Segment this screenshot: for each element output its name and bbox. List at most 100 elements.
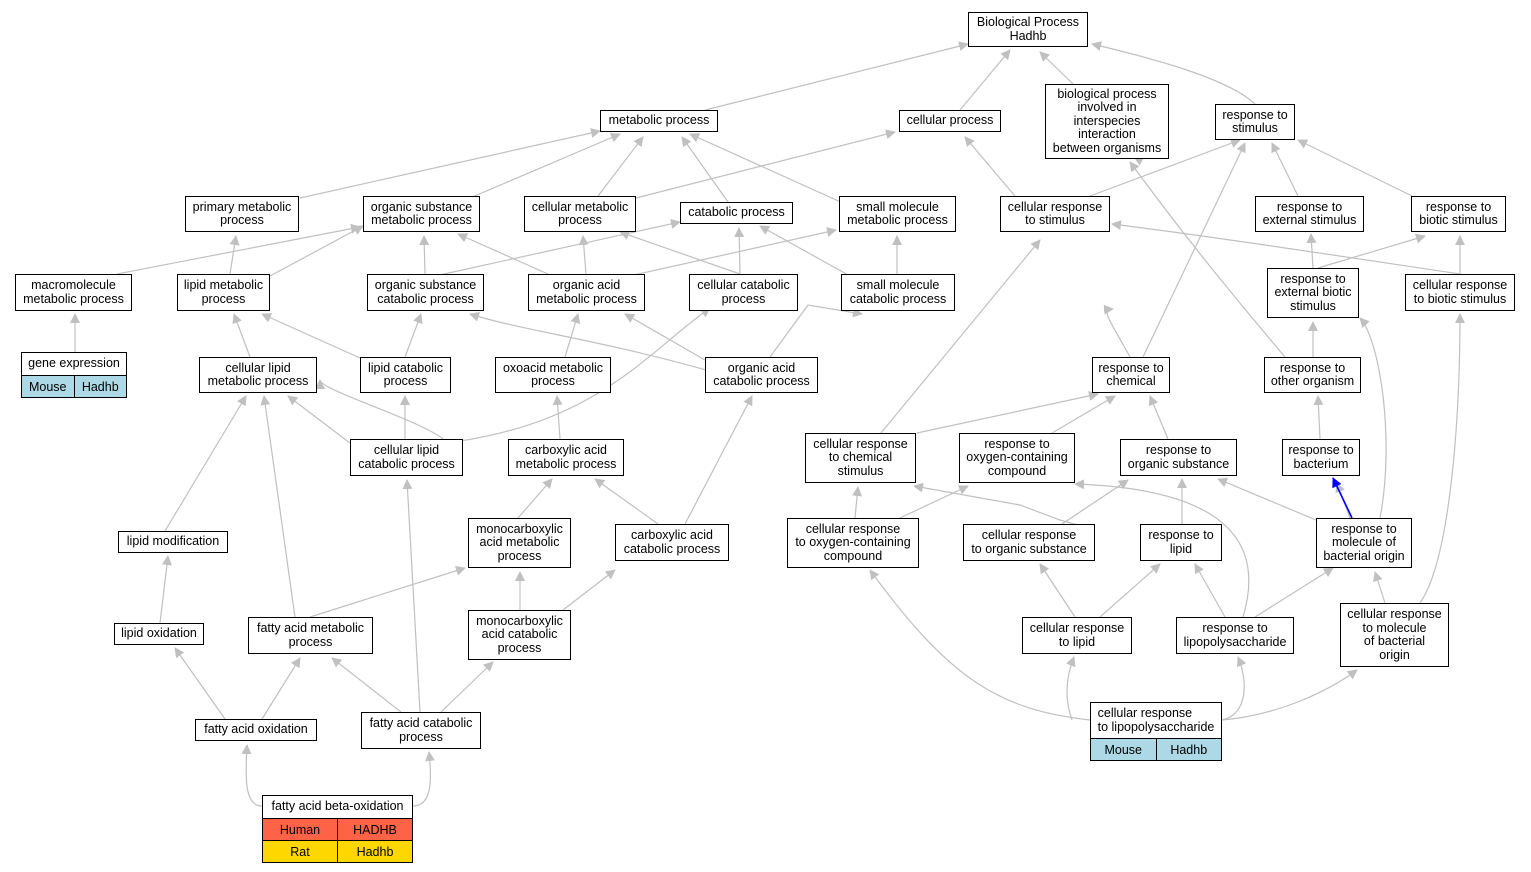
edge [229, 235, 240, 275]
node-cellular-response-to-oxygen-containing-compound[interactable]: cellular response to oxygen-containing c… [787, 518, 919, 568]
edge [1074, 479, 1250, 618]
edge [684, 395, 753, 525]
annotation-label: fatty acid beta-oxidation [262, 795, 413, 818]
annotation-label: cellular response to lipopolysaccharide [1090, 702, 1222, 738]
node-interspecies-interaction[interactable]: biological process involved in interspec… [1045, 84, 1169, 159]
gene-cell: Hadhb [73, 376, 127, 397]
node-small-molecule-catabolic-process[interactable]: small molecule catabolic process [841, 274, 955, 311]
edge [1066, 656, 1076, 721]
node-cellular-response-to-organic-substance[interactable]: cellular response to organic substance [963, 524, 1095, 561]
node-lipid-metabolic-process[interactable]: lipid metabolic process [177, 274, 270, 311]
edge [159, 555, 172, 624]
edge [624, 313, 706, 361]
edge [1039, 51, 1074, 85]
node-organic-substance-metabolic-process[interactable]: organic substance metabolic process [363, 196, 480, 232]
edge [899, 485, 969, 519]
node-oxoacid-metabolic-process[interactable]: oxoacid metabolic process [495, 357, 611, 393]
node-organic-substance-catabolic-process[interactable]: organic substance catabolic process [367, 274, 484, 311]
node-lipid-catabolic-process[interactable]: lipid catabolic process [360, 357, 451, 393]
edge [419, 235, 430, 275]
node-monocarboxylic-acid-catabolic-process[interactable]: monocarboxylic acid catabolic process [468, 610, 571, 660]
node-cellular-lipid-catabolic-process[interactable]: cellular lipid catabolic process [350, 439, 463, 476]
edge [404, 313, 423, 358]
edge [689, 133, 846, 205]
node-cellular-response-to-biotic-stimulus[interactable]: cellular response to biotic stimulus [1405, 274, 1515, 311]
node-organic-acid-catabolic-process[interactable]: organic acid catabolic process [705, 357, 818, 393]
edge [916, 391, 1099, 434]
edge [412, 751, 435, 807]
node-response-to-lipid[interactable]: response to lipid [1140, 524, 1222, 561]
node-monocarboxylic-acid-metabolic-process[interactable]: monocarboxylic acid metabolic process [468, 518, 571, 568]
node-metabolic-process[interactable]: metabolic process [600, 110, 718, 132]
node-response-to-other-organism[interactable]: response to other organism [1264, 357, 1361, 393]
node-response-to-lipopolysaccharide[interactable]: response to lipopolysaccharide [1176, 617, 1294, 654]
edge [1217, 477, 1317, 521]
edge [440, 661, 494, 713]
node-catabolic-process[interactable]: catabolic process [680, 202, 793, 224]
edge [594, 478, 659, 525]
edge [457, 233, 549, 275]
node-cellular-response-to-stimulus[interactable]: cellular response to stimulus [1000, 196, 1110, 232]
node-cellular-process[interactable]: cellular process [899, 110, 1001, 132]
edge [1306, 233, 1317, 269]
node-response-to-stimulus[interactable]: response to stimulus [1215, 104, 1295, 140]
edge [1099, 563, 1161, 618]
node-lipid-oxidation[interactable]: lipid oxidation [114, 623, 204, 645]
node-response-to-oxygen-containing-compound[interactable]: response to oxygen-containing compound [959, 433, 1075, 483]
node-macromolecule-metabolic-process[interactable]: macromolecule metabolic process [15, 274, 132, 311]
node-response-to-bacterium[interactable]: response to bacterium [1282, 439, 1360, 476]
edge [552, 395, 563, 440]
edge [261, 313, 361, 359]
node-fatty-acid-catabolic-process[interactable]: fatty acid catabolic process [361, 712, 481, 749]
edge [578, 235, 589, 275]
edge [852, 486, 863, 519]
node-carboxylic-acid-metabolic-process[interactable]: carboxylic acid metabolic process [508, 439, 624, 476]
edge [309, 565, 466, 618]
edge [1254, 567, 1334, 618]
node-fatty-acid-metabolic-process[interactable]: fatty acid metabolic process [248, 617, 373, 654]
node-carboxylic-acid-catabolic-process[interactable]: carboxylic acid catabolic process [615, 524, 729, 561]
node-lipid-modification[interactable]: lipid modification [118, 531, 228, 553]
edge [1221, 669, 1358, 721]
node-cellular-catabolic-process[interactable]: cellular catabolic process [689, 274, 798, 311]
edge [315, 379, 444, 440]
edge [174, 647, 226, 720]
species-cell: Mouse [28, 379, 67, 394]
edge [232, 313, 251, 358]
node-organic-acid-metabolic-process[interactable]: organic acid metabolic process [528, 274, 645, 311]
edge [1103, 304, 1131, 358]
node-fatty-acid-oxidation[interactable]: fatty acid oxidation [195, 719, 317, 741]
node-cellular-response-to-lipid[interactable]: cellular response to lipid [1022, 617, 1132, 654]
node-small-molecule-metabolic-process[interactable]: small molecule metabolic process [839, 196, 956, 232]
gene-cell: HADHB [337, 819, 412, 840]
node-response-to-biotic-stimulus[interactable]: response to biotic stimulus [1411, 196, 1506, 232]
node-cellular-lipid-metabolic-process[interactable]: cellular lipid metabolic process [199, 357, 317, 393]
node-response-to-external-biotic-stimulus[interactable]: response to external biotic stimulus [1267, 268, 1359, 318]
node-biological-process[interactable]: Biological Process Hadhb [968, 12, 1088, 47]
edge [769, 304, 863, 358]
node-response-to-molecule-of-bacterial-origin[interactable]: response to molecule of bacterial origin [1316, 518, 1412, 568]
edge [734, 227, 745, 275]
node-cellular-response-to-chemical-stimulus[interactable]: cellular response to chemical stimulus [805, 433, 916, 483]
node-primary-metabolic-process[interactable]: primary metabolic process [185, 196, 299, 232]
edge [1089, 138, 1241, 197]
edge [1194, 563, 1226, 618]
node-cellular-response-to-molecule-of-bacterial-origin[interactable]: cellular response to molecule of bacteri… [1340, 603, 1449, 667]
node-cellular-metabolic-process[interactable]: cellular metabolic process [524, 196, 636, 232]
edge [562, 569, 616, 611]
annotation-row: Mouse Hadhb [21, 375, 127, 398]
node-response-to-chemical[interactable]: response to chemical [1092, 357, 1170, 393]
species-cell: Mouse [1104, 742, 1143, 757]
edge [1148, 395, 1169, 440]
node-response-to-organic-substance[interactable]: response to organic substance [1120, 439, 1237, 476]
species-cell: Rat [290, 844, 310, 859]
node-response-to-external-stimulus[interactable]: response to external stimulus [1255, 196, 1364, 232]
edge [269, 225, 364, 277]
gene-cell: Hadhb [337, 841, 412, 862]
